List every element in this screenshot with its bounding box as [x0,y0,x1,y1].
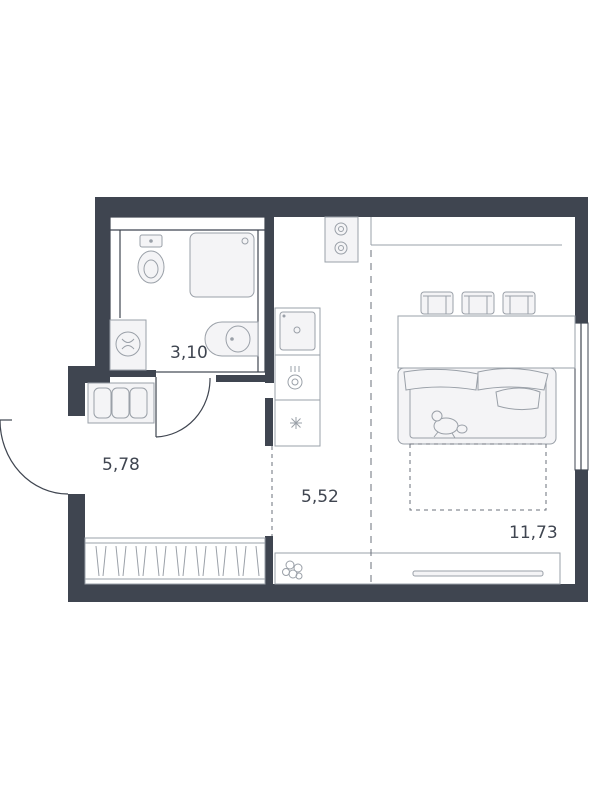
wardrobe-icon [84,537,266,585]
entrance-door [0,419,69,495]
wall-bath-kitchen [265,213,274,383]
chair-icon [502,291,536,315]
bathroom-door [155,377,211,438]
wall-bath-bottom-right [216,375,272,382]
area-labels: 3,10 5,78 5,52 11,73 [102,343,558,543]
toilet-icon [137,234,165,284]
window-right [574,322,589,471]
bathroom-fixtures [109,232,259,371]
dining-chairs [420,291,536,315]
wall-left-upper [95,197,110,369]
washing-machine-icon [109,319,147,371]
wall-right-lower [575,470,588,602]
dog-icon [431,410,468,439]
wall-top [95,197,588,217]
chair-icon [420,291,454,315]
stove-icon [324,216,359,263]
washbasin-icon [204,321,259,357]
plant-icon [282,560,303,580]
dining-table [397,315,576,369]
tv-icon [412,570,544,577]
bathroom-area-label: 3,10 [170,343,208,363]
bench-icon [87,382,155,424]
wall-hall-left-lower [68,494,85,602]
hallway-furniture [84,382,266,585]
dishwasher-icon [287,366,303,390]
bed-area [409,443,547,511]
wall-right-upper [575,197,588,323]
hallway-area-label: 5,78 [102,455,140,475]
kitchen-fixtures [271,216,561,585]
tv-stand [274,552,561,585]
living-room-furniture [370,217,576,586]
chair-icon [461,291,495,315]
sofa-icon [397,367,557,445]
kitchen-counter [274,307,321,447]
shower-tray-icon [189,232,255,298]
wall-bath-bottom-left [108,370,156,377]
bathroom-inner-outline [109,216,266,373]
wall-bottom [68,584,588,602]
wall-kitchen-left-bottom [265,536,273,586]
kitchen-area-label: 5,52 [301,487,339,507]
walls [68,197,588,602]
fridge-icon [290,417,302,429]
wall-hall-top-left [68,366,110,383]
wall-kitchen-left-lower [265,398,273,446]
living-area-label: 11,73 [509,523,558,543]
kitchen-sink-icon [279,311,316,351]
